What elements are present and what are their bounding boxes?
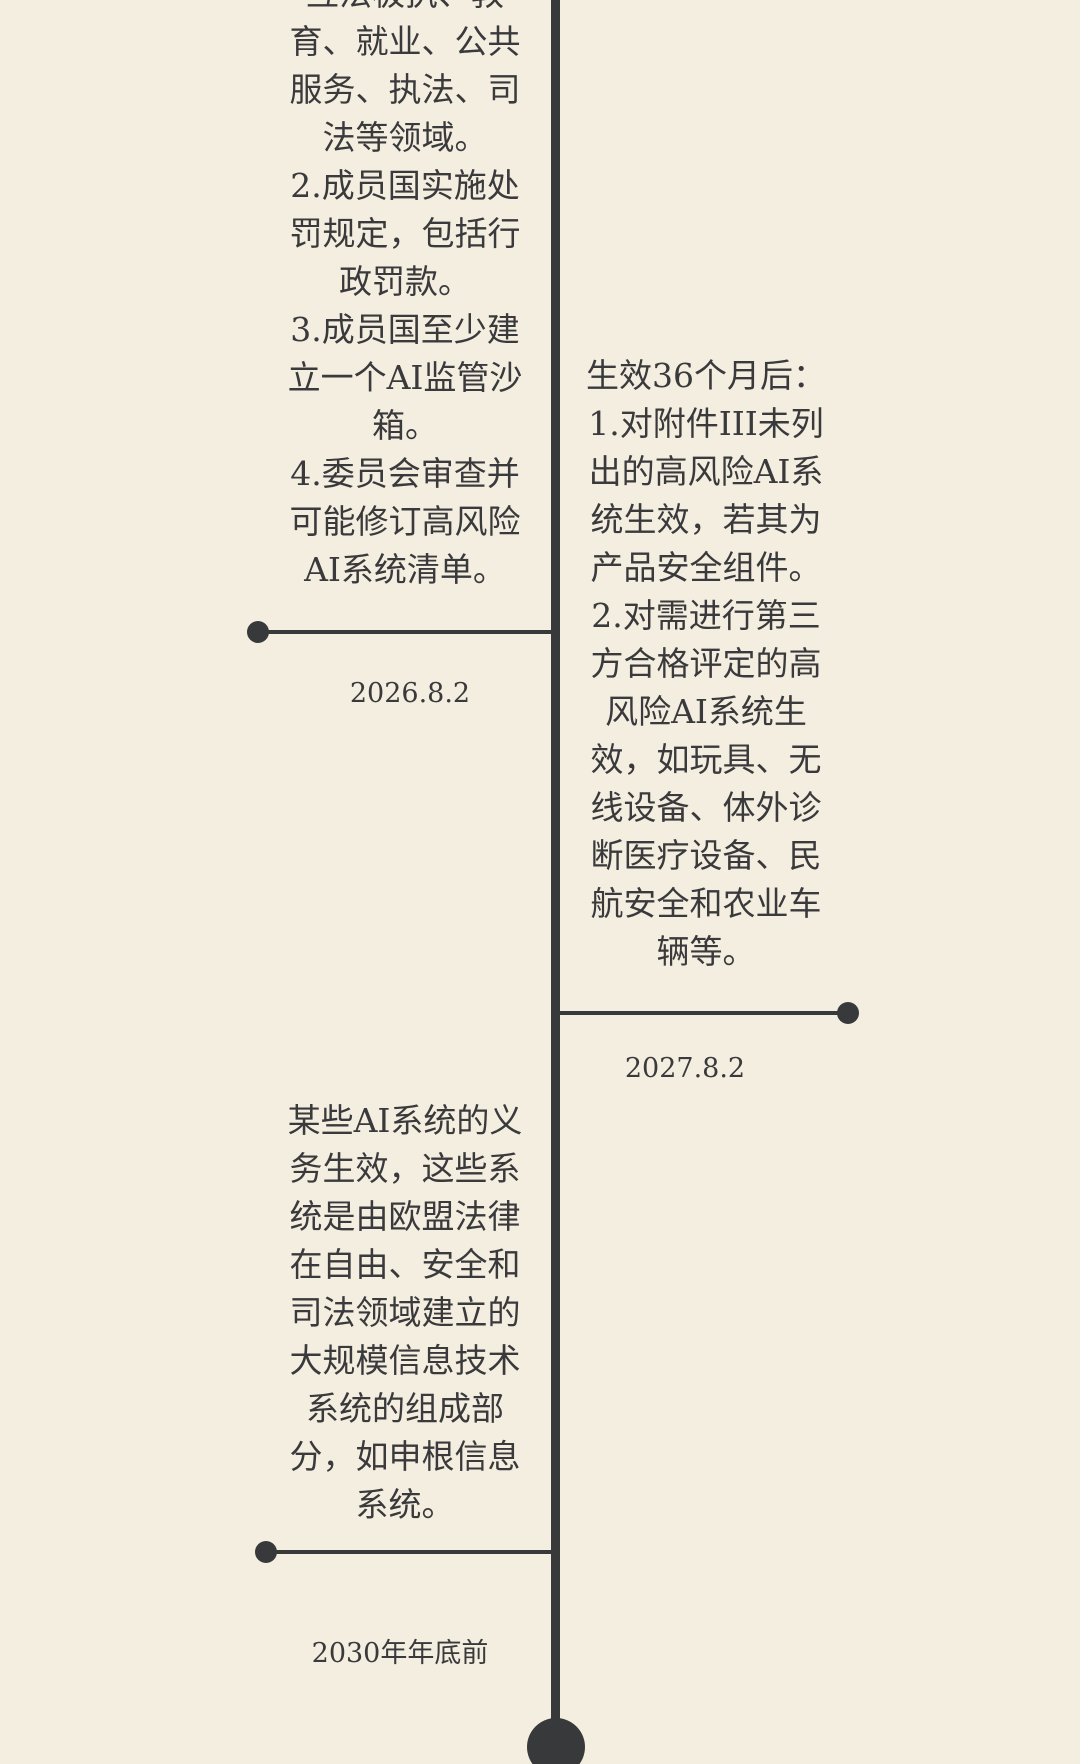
event-2026-node <box>247 621 269 643</box>
event-2027-connector <box>558 1011 848 1015</box>
event-2030-date: 2030年年底前 <box>311 1638 489 1669</box>
event-2027-description: 生效36个月后： 1.对附件III未列 出的高风险AI系 统生效，若其为 产品安… <box>586 356 826 971</box>
event-2030-connector <box>266 1550 554 1554</box>
event-2026-connector <box>258 630 554 634</box>
event-2027-node <box>837 1002 859 1024</box>
timeline-axis <box>551 0 560 1764</box>
event-2027-date: 2027.8.2 <box>624 1053 746 1084</box>
timeline-end-dot <box>527 1718 585 1764</box>
event-2026-description: 互法极执、教 育、就业、公共 服务、执法、司 法等领域。 2.成员国实施处 罚规… <box>287 0 523 589</box>
event-2030-node <box>255 1541 277 1563</box>
event-2030-description: 某些AI系统的义 务生效，这些系 统是由欧盟法律 在自由、安全和 司法领域建立的… <box>287 1101 523 1524</box>
event-2026-date: 2026.8.2 <box>349 678 471 709</box>
